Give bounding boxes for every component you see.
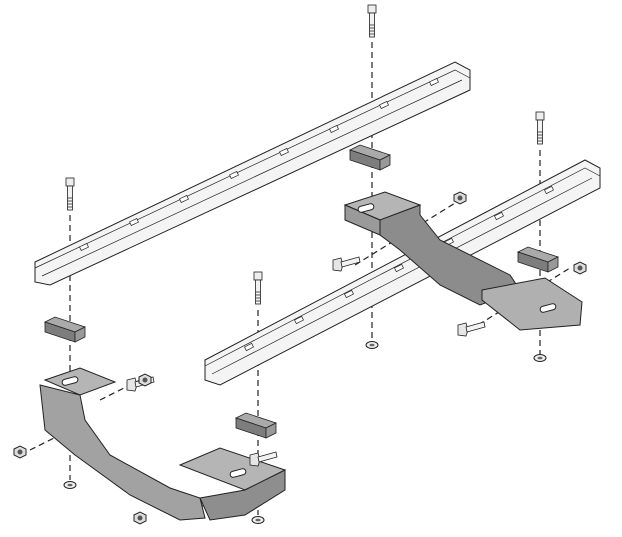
bolt <box>253 271 263 305</box>
rail-upper <box>34 61 471 286</box>
bracket-right <box>343 191 583 331</box>
spacer-block <box>44 316 86 343</box>
rail-lower <box>204 159 601 386</box>
nut <box>453 191 467 205</box>
nut <box>133 511 147 525</box>
washer <box>63 481 77 489</box>
spacer-block <box>517 246 559 273</box>
spacer-block <box>349 144 391 171</box>
bolt <box>535 111 545 145</box>
bracket-left <box>39 367 287 521</box>
spacer-block <box>235 412 277 439</box>
bolt <box>457 321 486 337</box>
bolt <box>367 4 377 38</box>
washer <box>365 341 379 349</box>
washer <box>533 354 547 362</box>
nut <box>573 261 587 275</box>
nut <box>138 373 152 387</box>
bolt <box>65 177 75 211</box>
nut <box>13 445 27 459</box>
washer <box>251 516 265 524</box>
